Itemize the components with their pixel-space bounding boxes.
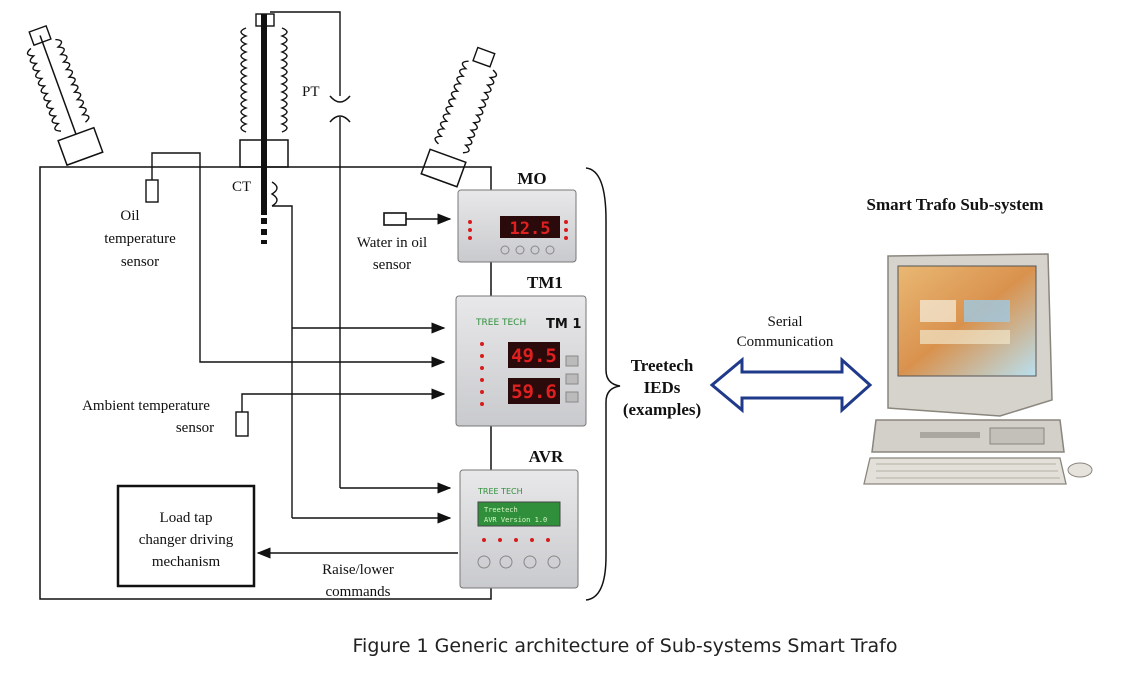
treetech-label-2: IEDs xyxy=(644,378,681,397)
avr-device: TREE TECH Treetech AVR Version 1.0 xyxy=(459,469,579,589)
oil-sensor-label-3: sensor xyxy=(121,254,159,270)
ambient-sensor-label-1: Ambient temperature xyxy=(82,398,210,414)
ct-label: CT xyxy=(232,179,251,195)
avr-title: AVR xyxy=(529,447,564,466)
avr-logo: TREE TECH xyxy=(477,487,523,496)
load-tap-label-3: mechanism xyxy=(152,554,221,570)
avr-lcd-line-2: AVR Version 1.0 xyxy=(484,516,547,524)
tm1-display-2: 59.6 xyxy=(511,381,557,403)
raise-lower-label-2: commands xyxy=(326,584,391,600)
tm1-logo: TREE TECH xyxy=(475,318,526,328)
water-in-oil-sensor xyxy=(383,212,452,226)
mo-display: 12.5 xyxy=(510,219,551,239)
load-tap-label-2: changer driving xyxy=(139,532,234,548)
serial-label-2: Communication xyxy=(737,334,834,350)
pt-transformer-symbol xyxy=(329,95,351,488)
tm1-display-1: 49.5 xyxy=(511,345,557,367)
avr-lcd-line-1: Treetech xyxy=(484,506,518,514)
water-sensor-label-2: sensor xyxy=(373,257,411,273)
oil-sensor-label-1: Oil xyxy=(120,208,139,224)
load-tap-label-1: Load tap xyxy=(160,510,213,526)
tm1-title: TM1 xyxy=(527,273,563,292)
ied-bracket xyxy=(585,167,621,601)
ct-transformer-symbol xyxy=(270,181,293,518)
serial-communication-arrow xyxy=(709,356,873,414)
figure-caption: Figure 1 Generic architecture of Sub-sys… xyxy=(353,635,898,657)
raise-lower-label-1: Raise/lower xyxy=(322,562,394,578)
oil-temperature-sensor xyxy=(145,152,446,368)
load-tap-changer-box xyxy=(116,484,256,588)
pt-label: PT xyxy=(302,84,320,100)
ambient-temperature-sensor xyxy=(235,388,446,437)
left-bushing xyxy=(26,24,104,167)
center-bushing xyxy=(239,11,341,244)
treetech-label-3: (examples) xyxy=(623,400,701,419)
smart-trafo-title: Smart Trafo Sub-system xyxy=(867,195,1044,214)
mo-device: 12.5 xyxy=(457,189,577,263)
mo-title: MO xyxy=(517,169,546,188)
ambient-sensor-label-2: sensor xyxy=(176,420,214,436)
right-bushing xyxy=(420,46,498,188)
tm1-device: TREE TECH TM 1 49.5 59.6 xyxy=(455,295,587,427)
treetech-label-1: Treetech xyxy=(631,356,694,375)
serial-label-1: Serial xyxy=(768,314,803,330)
water-sensor-label-1: Water in oil xyxy=(357,235,427,251)
tm1-panel-label: TM 1 xyxy=(546,317,581,332)
oil-sensor-label-2: temperature xyxy=(104,231,176,247)
computer-icon xyxy=(863,253,1093,485)
